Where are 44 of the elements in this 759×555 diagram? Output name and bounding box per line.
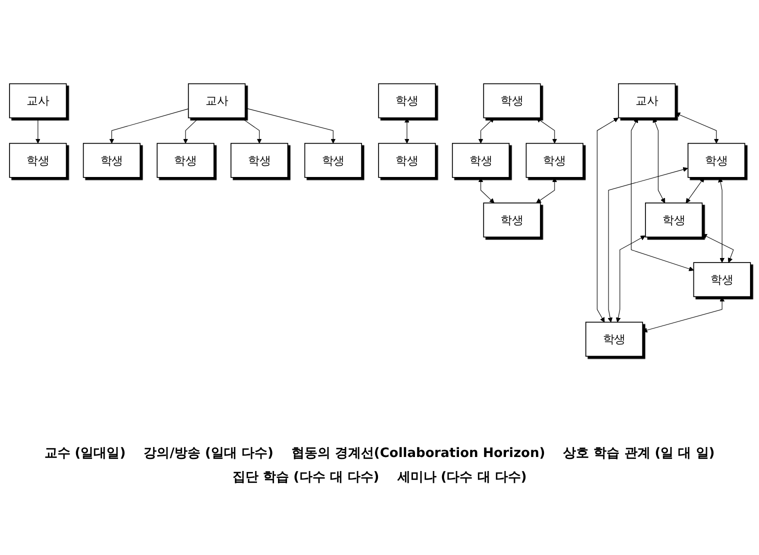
arrow — [674, 112, 718, 144]
arrow — [652, 118, 665, 204]
arrow — [630, 118, 694, 272]
arrow — [478, 177, 494, 204]
node-box: 학생 — [304, 142, 362, 178]
node-box: 교사 — [8, 83, 66, 118]
arrow — [718, 177, 724, 263]
node-box: 학생 — [687, 142, 745, 178]
arrow — [34, 118, 40, 144]
arrow — [702, 234, 734, 263]
arrow — [404, 118, 409, 144]
node-box: 학생 — [584, 322, 642, 357]
arrow — [596, 118, 618, 322]
node-box: 학생 — [692, 262, 750, 298]
caption-text: 상호 학습 관계 (일 대 일) — [563, 445, 715, 462]
arrow — [615, 236, 645, 322]
arrow — [244, 108, 336, 144]
node-box: 학생 — [482, 202, 540, 238]
arrow — [108, 108, 188, 144]
arrow — [536, 118, 557, 144]
caption-text: 강의/방송 (일대 다수) — [144, 445, 274, 462]
node-box: 학생 — [644, 202, 702, 238]
arrow — [685, 177, 704, 204]
node-box: 학생 — [378, 83, 436, 118]
arrow — [182, 118, 199, 144]
node-box: 학생 — [378, 142, 436, 178]
arrow — [642, 296, 724, 333]
node-box: 학생 — [230, 142, 288, 178]
arrow — [240, 118, 262, 144]
caption-text: 집단 학습 (다수 대 다수) — [232, 469, 380, 486]
node-box: 학생 — [8, 142, 66, 178]
caption-text: 교수 (일대일) — [44, 445, 126, 462]
node-box: 교사 — [187, 83, 246, 118]
node-box: 학생 — [525, 142, 583, 178]
node-box: 교사 — [618, 83, 676, 118]
arrow — [607, 167, 688, 322]
node-box: 학생 — [451, 142, 510, 178]
node-box: 학생 — [82, 142, 140, 178]
arrow — [536, 177, 557, 204]
caption-text: 협동의 경계선(Collaboration Horizon) — [291, 445, 546, 462]
caption-text: 세미나 (다수 대 다수) — [397, 469, 527, 486]
node-box: 학생 — [156, 142, 214, 178]
arrow — [478, 118, 494, 144]
node-box: 학생 — [482, 83, 540, 118]
